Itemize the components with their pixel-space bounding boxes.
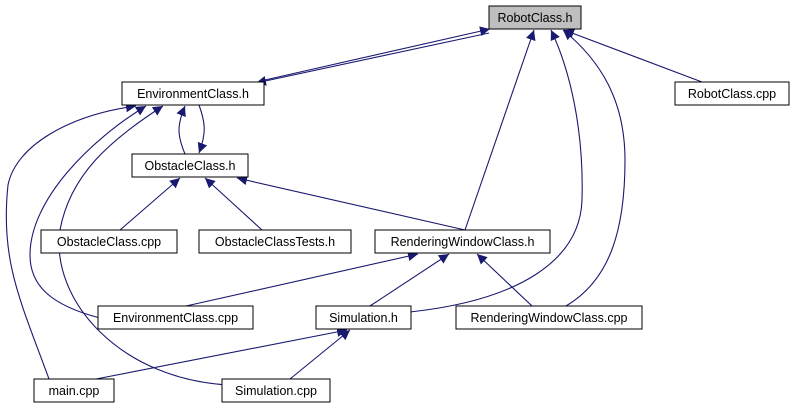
edge-obstacleclass_h-to-environmentclass_h — [176, 105, 186, 155]
node-label-robotclass_h: RobotClass.h — [497, 11, 572, 25]
node-obstacleclasstests_h[interactable]: ObstacleClassTests.h — [198, 229, 352, 254]
node-box-robotclass_h — [488, 5, 582, 30]
node-obstacleclass_h[interactable]: ObstacleClass.h — [131, 153, 249, 178]
node-box-renderingwindowclass_h — [374, 229, 551, 254]
edge-robotclass_cpp-to-robotclass_h — [563, 28, 703, 83]
node-renderingwindowclass_cpp[interactable]: RenderingWindowClass.cpp — [455, 305, 643, 330]
node-box-obstacleclasstests_h — [198, 229, 352, 254]
edge-renderingwindowclass_cpp-to-robotclass_h — [562, 29, 626, 307]
node-label-renderingwindowclass_h: RenderingWindowClass.h — [391, 235, 535, 249]
node-renderingwindowclass_h[interactable]: RenderingWindowClass.h — [374, 229, 551, 254]
node-simulation_cpp[interactable]: Simulation.cpp — [221, 378, 331, 403]
edge-main_cpp-to-simulation_h — [95, 327, 348, 380]
node-obstacleclass_cpp[interactable]: ObstacleClass.cpp — [40, 229, 178, 254]
node-environmentclass_h[interactable]: EnvironmentClass.h — [121, 81, 265, 106]
node-label-obstacleclass_h: ObstacleClass.h — [144, 159, 235, 173]
node-label-simulation_cpp: Simulation.cpp — [235, 384, 317, 398]
node-box-robotclass_cpp — [674, 81, 790, 106]
node-label-environmentclass_cpp: EnvironmentClass.cpp — [113, 311, 238, 325]
node-label-obstacleclasstests_h: ObstacleClassTests.h — [215, 235, 335, 249]
node-box-simulation_cpp — [221, 378, 331, 403]
edge-robotclass_h-to-environmentclass_h — [255, 32, 490, 86]
edge-simulation_h-to-robotclass_h — [409, 29, 583, 313]
edge-simulation_cpp-to-simulation_h — [289, 329, 351, 380]
node-box-simulation_h — [315, 305, 412, 330]
node-box-main_cpp — [33, 378, 115, 403]
node-label-robotclass_cpp: RobotClass.cpp — [688, 87, 776, 101]
node-box-obstacleclass_cpp — [40, 229, 178, 254]
edge-environmentclass_h-to-robotclass_h — [264, 26, 491, 81]
node-box-environmentclass_cpp — [97, 305, 254, 330]
node-label-renderingwindowclass_cpp: RenderingWindowClass.cpp — [470, 311, 627, 325]
edge-obstacleclasstests_h-to-obstacleclass_h — [204, 177, 263, 231]
node-robotclass_h[interactable]: RobotClass.h — [488, 5, 582, 30]
edge-simulation_h-to-renderingwindowclass_h — [369, 253, 450, 307]
edge-obstacleclass_cpp-to-obstacleclass_h — [119, 177, 181, 231]
node-box-obstacleclass_h — [131, 153, 249, 178]
node-environmentclass_cpp[interactable]: EnvironmentClass.cpp — [97, 305, 254, 330]
edge-renderingwindowclass_cpp-to-renderingwindowclass_h — [476, 253, 533, 307]
edge-main_cpp-to-environmentclass_h — [5, 102, 137, 380]
node-simulation_h[interactable]: Simulation.h — [315, 305, 412, 330]
node-robotclass_cpp[interactable]: RobotClass.cpp — [674, 81, 790, 106]
edge-environmentclass_cpp-to-environmentclass_h — [29, 105, 147, 319]
node-label-simulation_h: Simulation.h — [329, 311, 398, 325]
node-main_cpp[interactable]: main.cpp — [33, 378, 115, 403]
node-label-obstacleclass_cpp: ObstacleClass.cpp — [57, 235, 161, 249]
edge-renderingwindowclass_h-to-robotclass_h — [464, 29, 536, 231]
edge-renderingwindowclass_h-to-obstacleclass_h — [236, 175, 466, 231]
node-box-environmentclass_h — [121, 81, 265, 106]
edge-environmentclass_h-to-obstacleclass_h — [197, 104, 208, 154]
node-label-environmentclass_h: EnvironmentClass.h — [137, 87, 249, 101]
edge-environmentclass_cpp-to-renderingwindowclass_h — [185, 251, 419, 307]
node-label-main_cpp: main.cpp — [49, 384, 100, 398]
edges-layer — [5, 26, 703, 386]
node-box-renderingwindowclass_cpp — [455, 305, 643, 330]
